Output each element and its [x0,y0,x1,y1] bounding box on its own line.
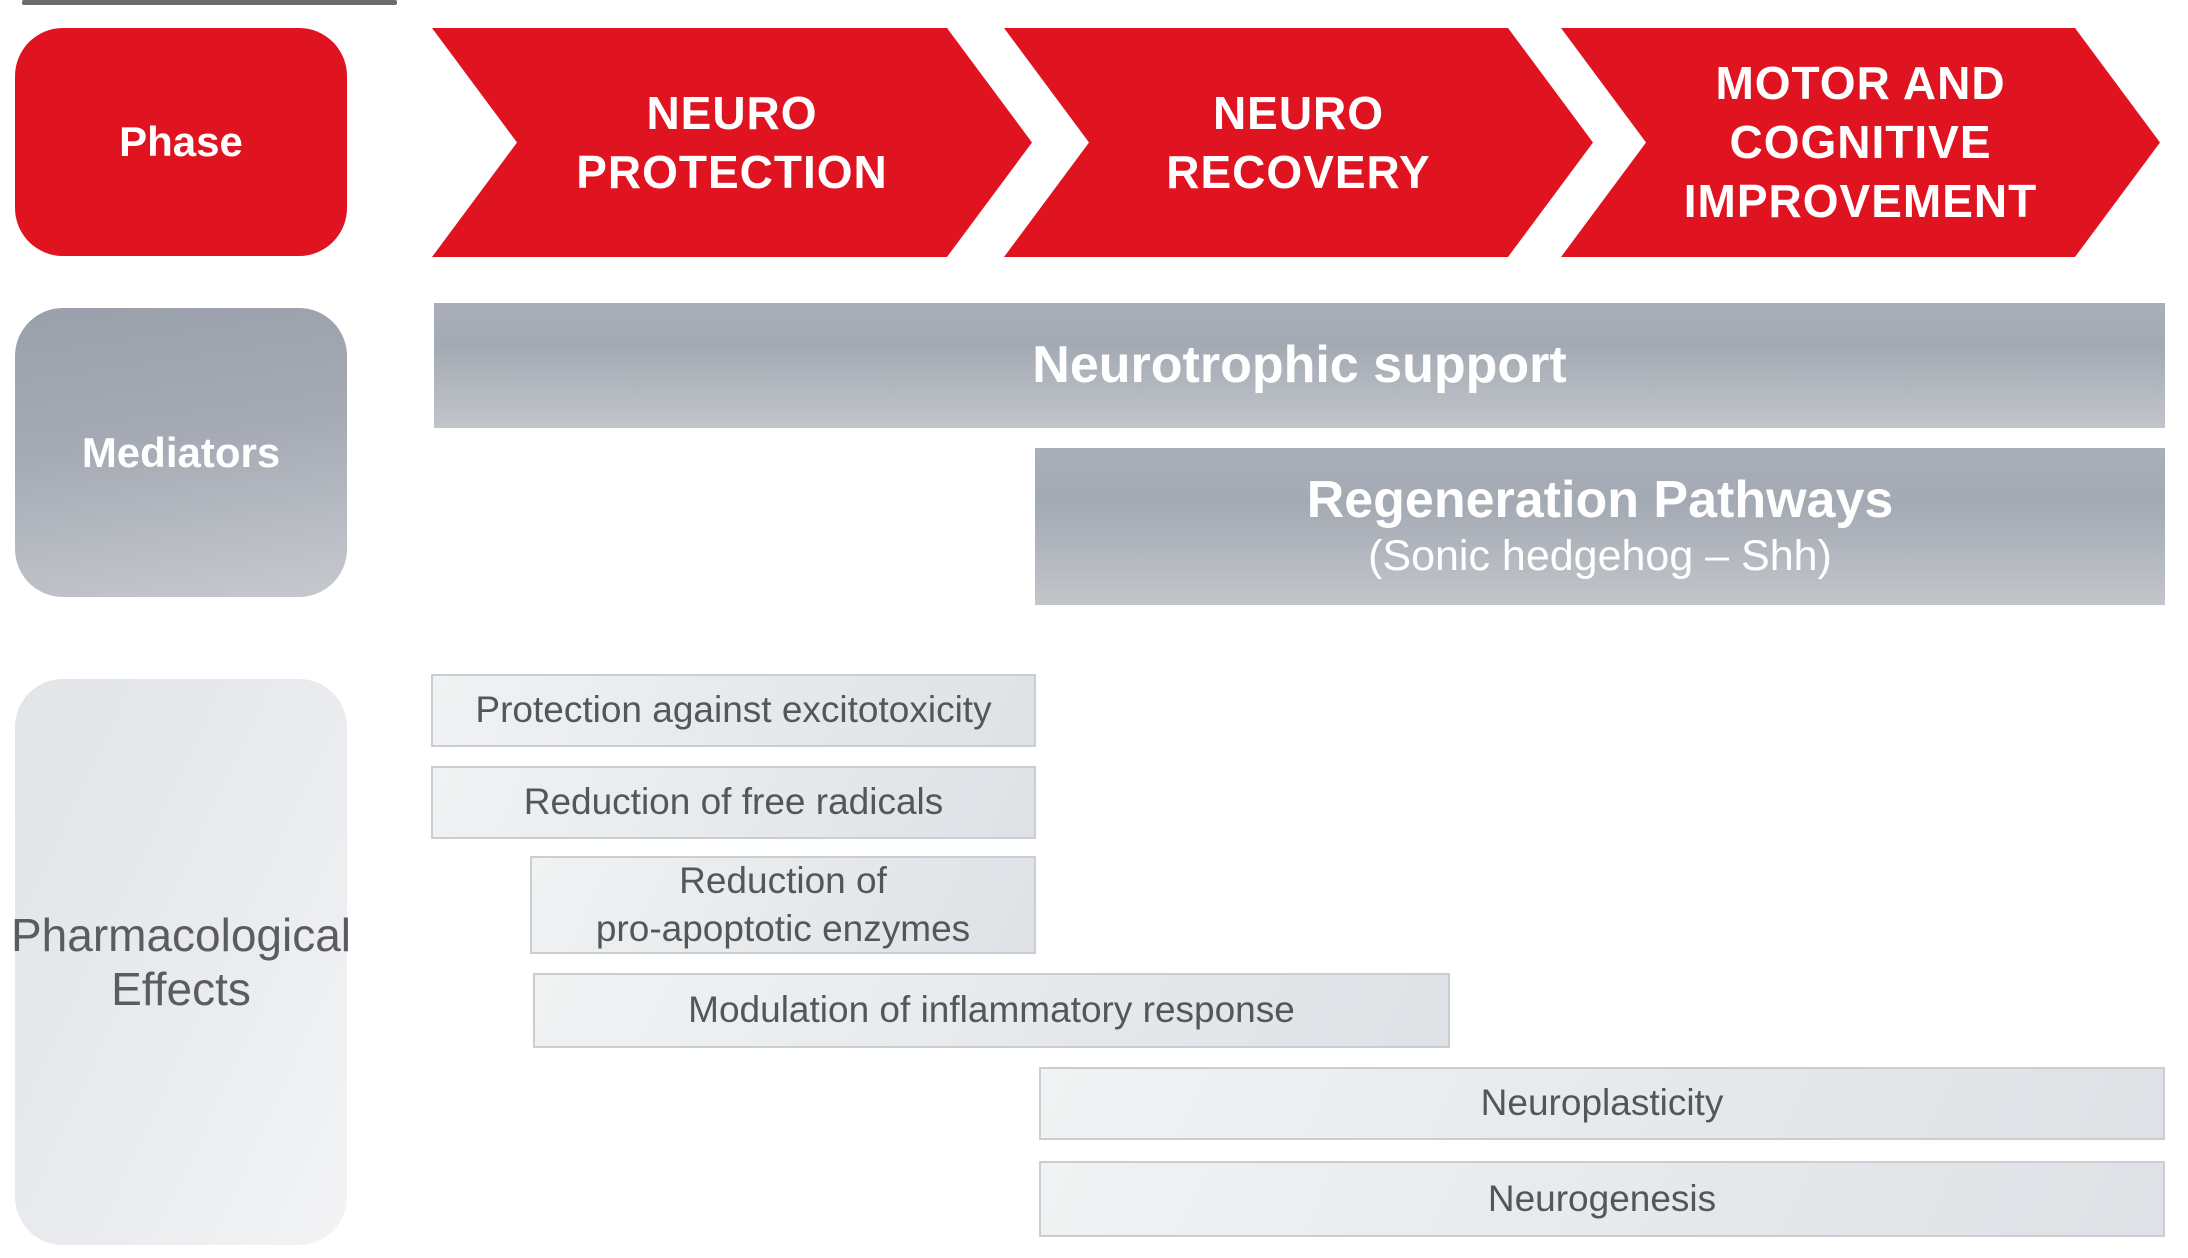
effect-label: Reduction of free radicals [523,781,944,823]
effect-bar-protection-against-excitotoxicity: Protection against excitotoxicity [431,674,1036,747]
effect-bar-reduction-of-free-radicals: Reduction of free radicals [431,766,1036,839]
effect-label: Neuroplasticity [1480,1082,1724,1124]
pharmacological-effects-row-header: Pharmacological Effects [11,679,351,1245]
effect-bar-neuroplasticity: Neuroplasticity [1039,1067,2165,1140]
effect-bar-neurogenesis: Neurogenesis [1039,1161,2165,1237]
cropped-edge-artifact [22,0,397,5]
phase-row-label: Phase [119,118,243,165]
phase-arrow-motor-cognitive-improvement: MOTOR AND COGNITIVE IMPROVEMENT [1561,28,2160,257]
effect-bar-modulation-of-inflammatory-response: Modulation of inflammatory response [533,973,1450,1048]
effect-label: Neurogenesis [1487,1177,1717,1219]
effect-label: Protection against excitotoxicity [475,689,992,731]
effect-label: Modulation of inflammatory response [688,989,1295,1031]
phase-arrow-neuro-protection-label: NEURO PROTECTION [576,86,888,198]
mediator-bar-neurotrophic-support: Neurotrophic support [434,303,2165,428]
mediator-neurotrophic-support-title: Neurotrophic support [1032,335,1567,394]
phase-arrow-motor-cognitive-improvement-label: MOTOR AND COGNITIVE IMPROVEMENT [1683,57,2038,227]
mediator-bar-regeneration-pathways: Regeneration Pathways (Sonic hedgehog – … [1035,448,2165,605]
mediator-regeneration-pathways-title: Regeneration Pathways [1306,470,1894,529]
phase-arrow-neuro-recovery: NEURO RECOVERY [1004,28,1593,257]
phase-arrow-neuro-recovery-label: NEURO RECOVERY [1166,86,1431,198]
mediator-regeneration-pathways-subtitle: (Sonic hedgehog – Shh) [1368,531,1832,580]
mediators-row-header: Mediators [15,308,347,597]
pharmacological-effects-row-label: Pharmacological Effects [10,908,352,1015]
effect-label: Reduction of pro-apoptotic enzymes [595,859,971,949]
effect-bar-reduction-of-pro-apoptotic-enzymes: Reduction of pro-apoptotic enzymes [530,856,1036,954]
mediators-row-label: Mediators [81,428,281,476]
phase-arrow-neuro-protection: NEURO PROTECTION [432,28,1032,257]
phase-row-header: Phase [15,28,347,256]
